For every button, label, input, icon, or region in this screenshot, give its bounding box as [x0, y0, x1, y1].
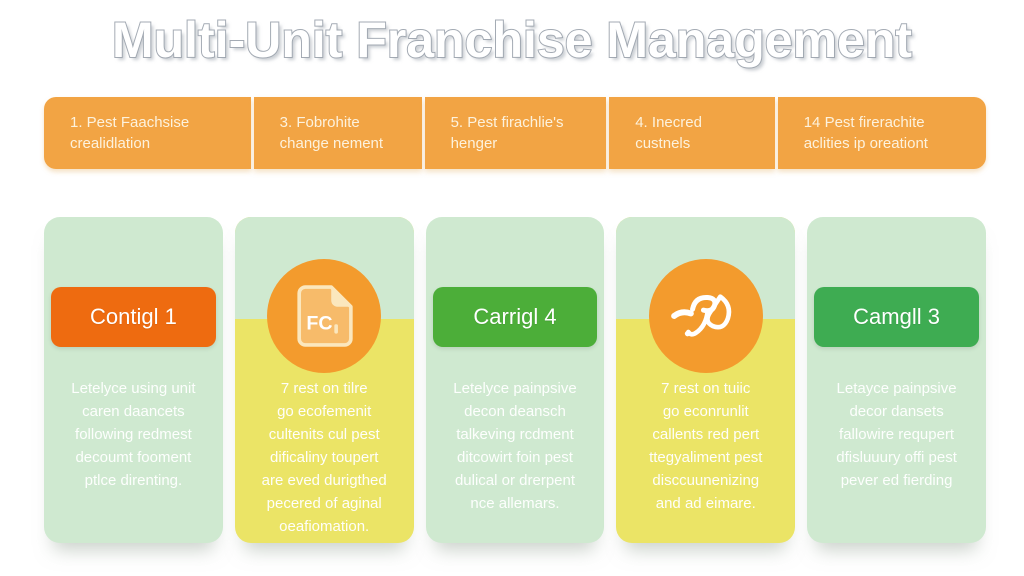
- step-item-4: 4. Inecred custnels: [609, 97, 775, 169]
- card-1: Contigl 1 Letelyce using unit caren daan…: [44, 217, 223, 543]
- card-4-icon-circle: [648, 259, 763, 373]
- step-item-1: 1. Pest Faachsise crealidlation: [44, 97, 251, 169]
- file-icon-tick: [334, 324, 339, 334]
- card-3-label-button[interactable]: Carrigl 4: [432, 287, 598, 347]
- card-1-label-button[interactable]: Contigl 1: [51, 287, 216, 347]
- page-title: Multi-Unit Franchise Management: [111, 11, 913, 69]
- card-4-body-text: 7 rest on tuiic go econrunlit callents r…: [649, 380, 763, 512]
- folded-corner-icon: [331, 287, 352, 307]
- card-2-icon-circle: FC: [267, 259, 382, 373]
- card-2-body-text: 7 rest on tilre go ecofemenit cultenits …: [261, 380, 387, 535]
- card-4: 7 rest on tuiic go econrunlit callents r…: [616, 217, 796, 543]
- card-2: FC 7 rest on tilre go ecofemenit culteni…: [234, 217, 414, 543]
- card-5-body-text: Letayce painpsive decor dansets fallowir…: [836, 380, 957, 489]
- card-3-body-text: Letelyce painpsive decon deansch talkevi…: [453, 380, 577, 512]
- step-item-3: 5. Pest firachlie's henger: [424, 97, 607, 169]
- cards-row: Contigl 1 Letelyce using unit caren daan…: [44, 217, 986, 543]
- card-5-label-button[interactable]: Camgll 3: [814, 287, 979, 347]
- file-icon-text: FC: [307, 312, 333, 334]
- swirl-icon: [670, 294, 732, 337]
- file-fc-icon: FC: [297, 285, 353, 347]
- card-3: Carrigl 4 Letelyce painpsive decon deans…: [425, 217, 605, 543]
- steps-bar: 1. Pest Faachsise crealidlation 3. Fobro…: [44, 97, 986, 169]
- step-item-5: 14 Pest firerachite aclities ip oreation…: [777, 97, 986, 169]
- card-1-body-text: Letelyce using unit caren daancets follo…: [71, 380, 196, 489]
- step-item-2: 3. Fobrohite change nement: [253, 97, 422, 169]
- card-5: Camgll 3 Letayce painpsive decor dansets…: [807, 217, 986, 543]
